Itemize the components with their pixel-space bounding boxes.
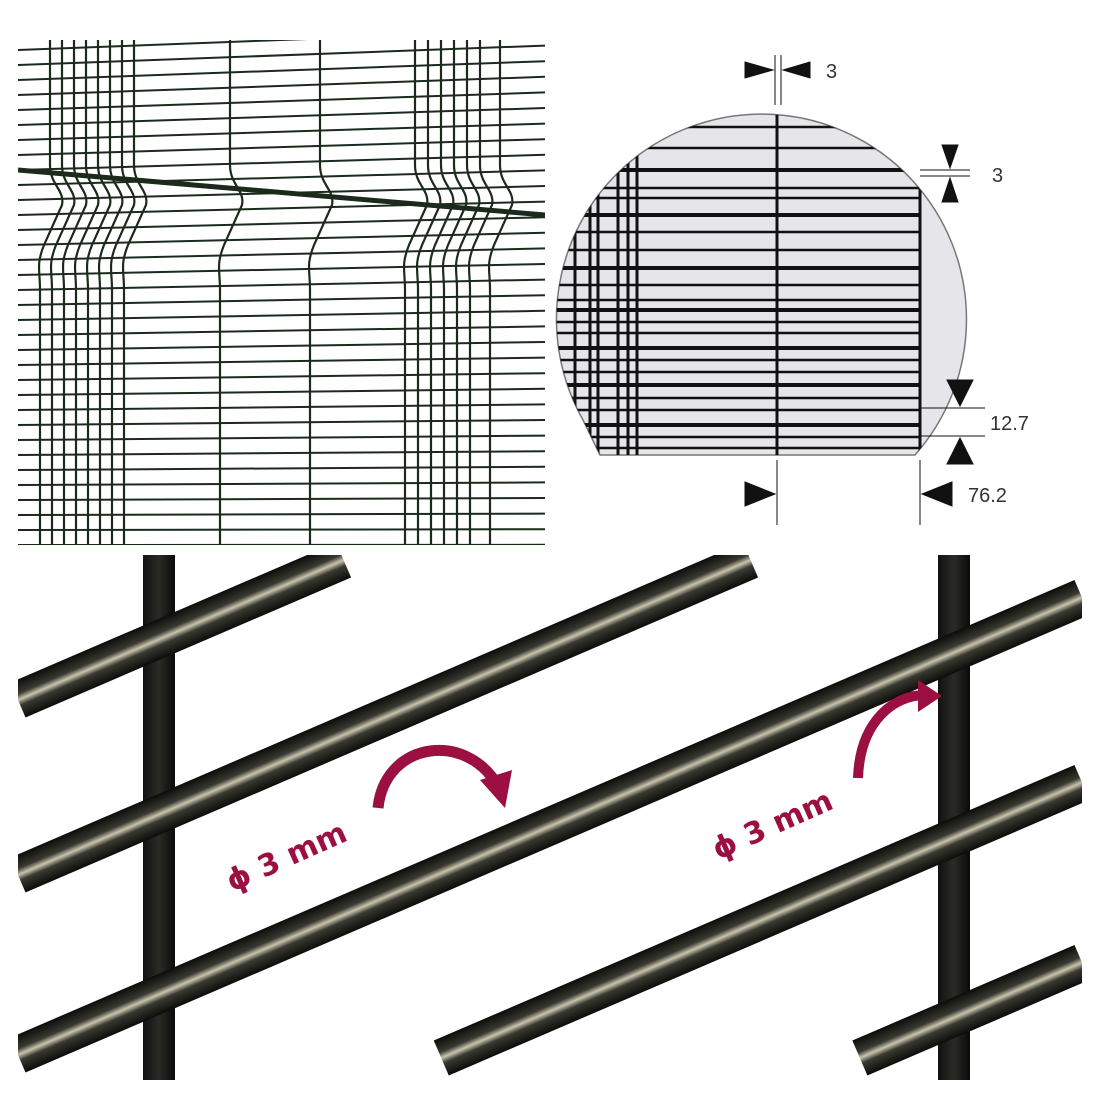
curved-arrow-icon: [853, 690, 926, 779]
horizontal-wire: [18, 403, 545, 411]
horizontal-wire: [18, 309, 545, 321]
vertical-wire: [441, 40, 468, 545]
vertical-wire: [467, 40, 494, 545]
horizontal-rod: [433, 765, 1082, 1076]
vertical-wire: [217, 40, 244, 545]
vertical-wire: [37, 40, 64, 545]
horizontal-rod: [18, 555, 352, 718]
dimension-markers: [744, 55, 985, 525]
horizontal-wire: [18, 40, 308, 51]
horizontal-rod: [18, 555, 759, 893]
vertical-wire: [415, 40, 442, 545]
horizontal-wire: [18, 278, 545, 291]
bend-rail: [18, 167, 545, 218]
horizontal-wire: [18, 434, 545, 441]
horizontal-wire: [18, 528, 545, 531]
vertical-wire: [307, 40, 334, 545]
horizontal-wire: [18, 497, 545, 501]
horizontal-wire: [18, 153, 545, 171]
horizontal-wire: [18, 247, 545, 261]
horizontal-wire: [18, 341, 545, 351]
horizontal-wire: [18, 356, 545, 366]
vertical-wire: [487, 40, 514, 545]
dimension-vertical-spacing: 76.2: [968, 485, 1007, 507]
dimension-vertical-wire: 3: [826, 61, 837, 83]
horizontal-wire: [18, 372, 545, 381]
horizontal-wire: [18, 481, 545, 486]
horizontal-wire: [18, 107, 545, 126]
horizontal-wire: [18, 75, 545, 96]
vertical-wire: [49, 40, 76, 545]
dimension-horizontal-spacing: 12.7: [990, 413, 1029, 435]
horizontal-wire: [18, 294, 545, 306]
horizontal-wire: [18, 169, 545, 186]
horizontal-wire: [18, 60, 545, 81]
horizontal-wire: [18, 91, 545, 111]
vertical-wire: [121, 40, 148, 545]
horizontal-wire: [18, 387, 545, 396]
curved-arrow-icon: [372, 745, 505, 809]
vertical-wire: [454, 40, 481, 545]
horizontal-wire: [18, 44, 545, 66]
horizontal-wire: [18, 122, 545, 141]
horizontal-wire: [18, 465, 545, 471]
horizontal-rod: [852, 945, 1082, 1076]
horizontal-wire: [18, 263, 545, 276]
horizontal-wire: [18, 512, 545, 516]
vertical-wire: [402, 40, 429, 545]
horizontal-rod: [18, 580, 1082, 1073]
horizontal-wire: [18, 325, 545, 336]
vertical-wire: [428, 40, 455, 545]
wire-closeup: [18, 555, 1082, 1080]
horizontal-wire: [18, 216, 545, 231]
horizontal-wire: [18, 419, 545, 426]
dimension-horizontal-wire: 3: [992, 165, 1003, 187]
horizontal-wire: [18, 138, 545, 156]
horizontal-wire: [18, 450, 545, 456]
fence-panel-perspective: [18, 40, 545, 545]
mesh-detail-view: 3 3 12.7 76.2: [555, 55, 1029, 525]
